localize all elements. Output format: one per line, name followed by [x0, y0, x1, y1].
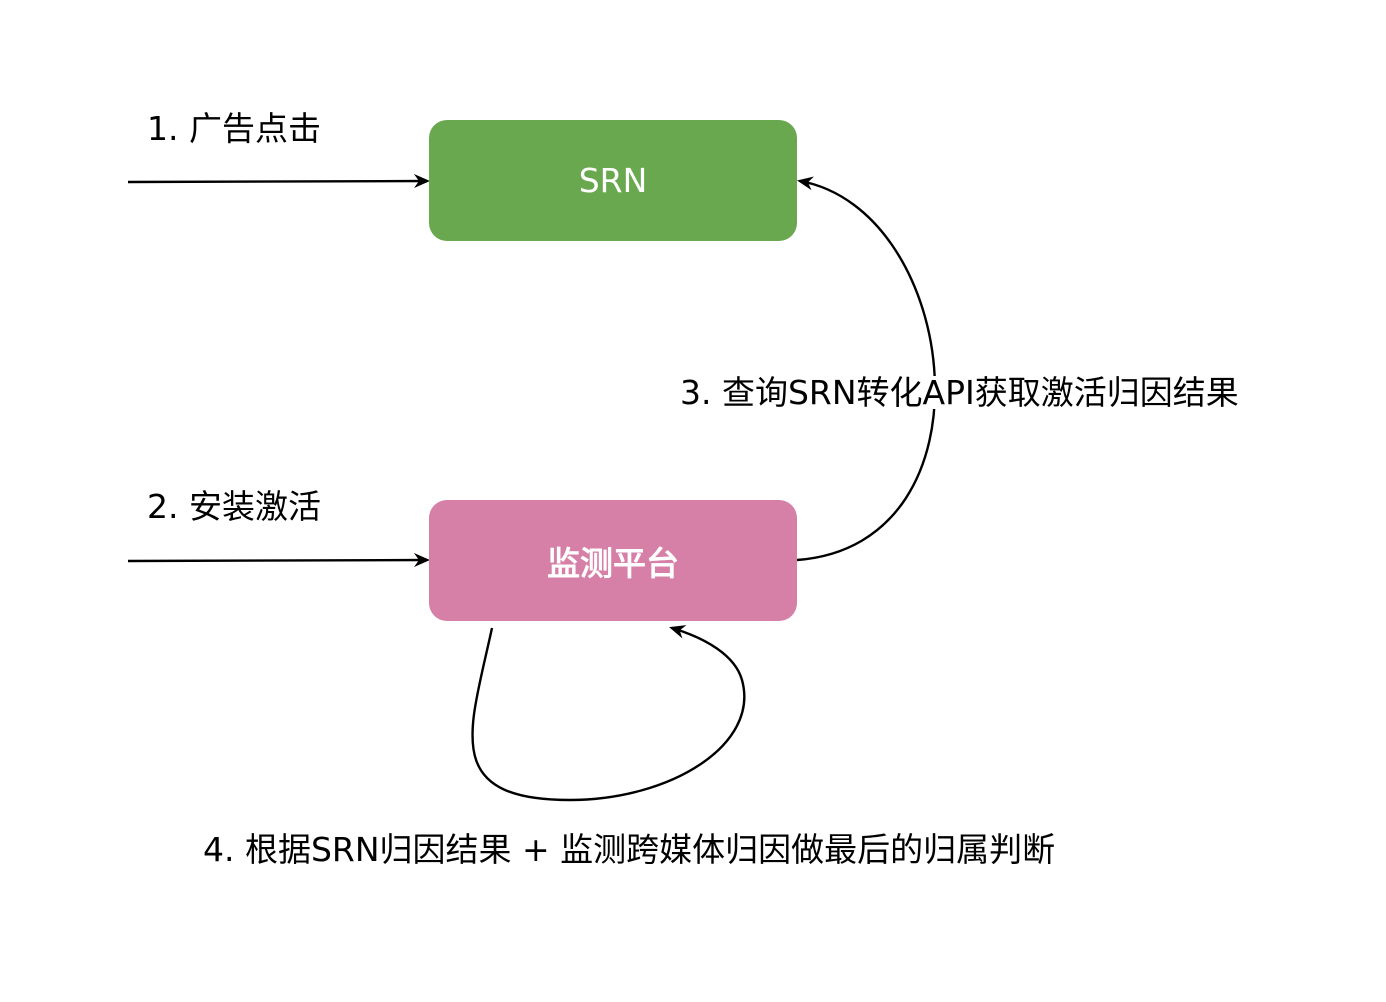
arrow-query-srn-api [796, 176, 937, 562]
srn-node: SRN [429, 120, 797, 241]
step-1-label: 1. 广告点击 [147, 109, 321, 148]
monitoring-platform-node-label: 监测平台 [547, 543, 679, 583]
step-4-label: 4. 根据SRN归因结果 + 监测跨媒体归因做最后的归属判断 [203, 830, 1056, 869]
arrow-attribution-decision-loop [471, 625, 746, 802]
step-2-label: 2. 安装激活 [147, 487, 321, 526]
monitoring-platform-node: 监测平台 [429, 500, 797, 621]
srn-node-label: SRN [578, 161, 648, 200]
arrow-ad-click [127, 174, 430, 189]
step-3-label: 3. 查询SRN转化API获取激活归因结果 [678, 373, 1241, 412]
arrow-install-activation [127, 553, 430, 568]
